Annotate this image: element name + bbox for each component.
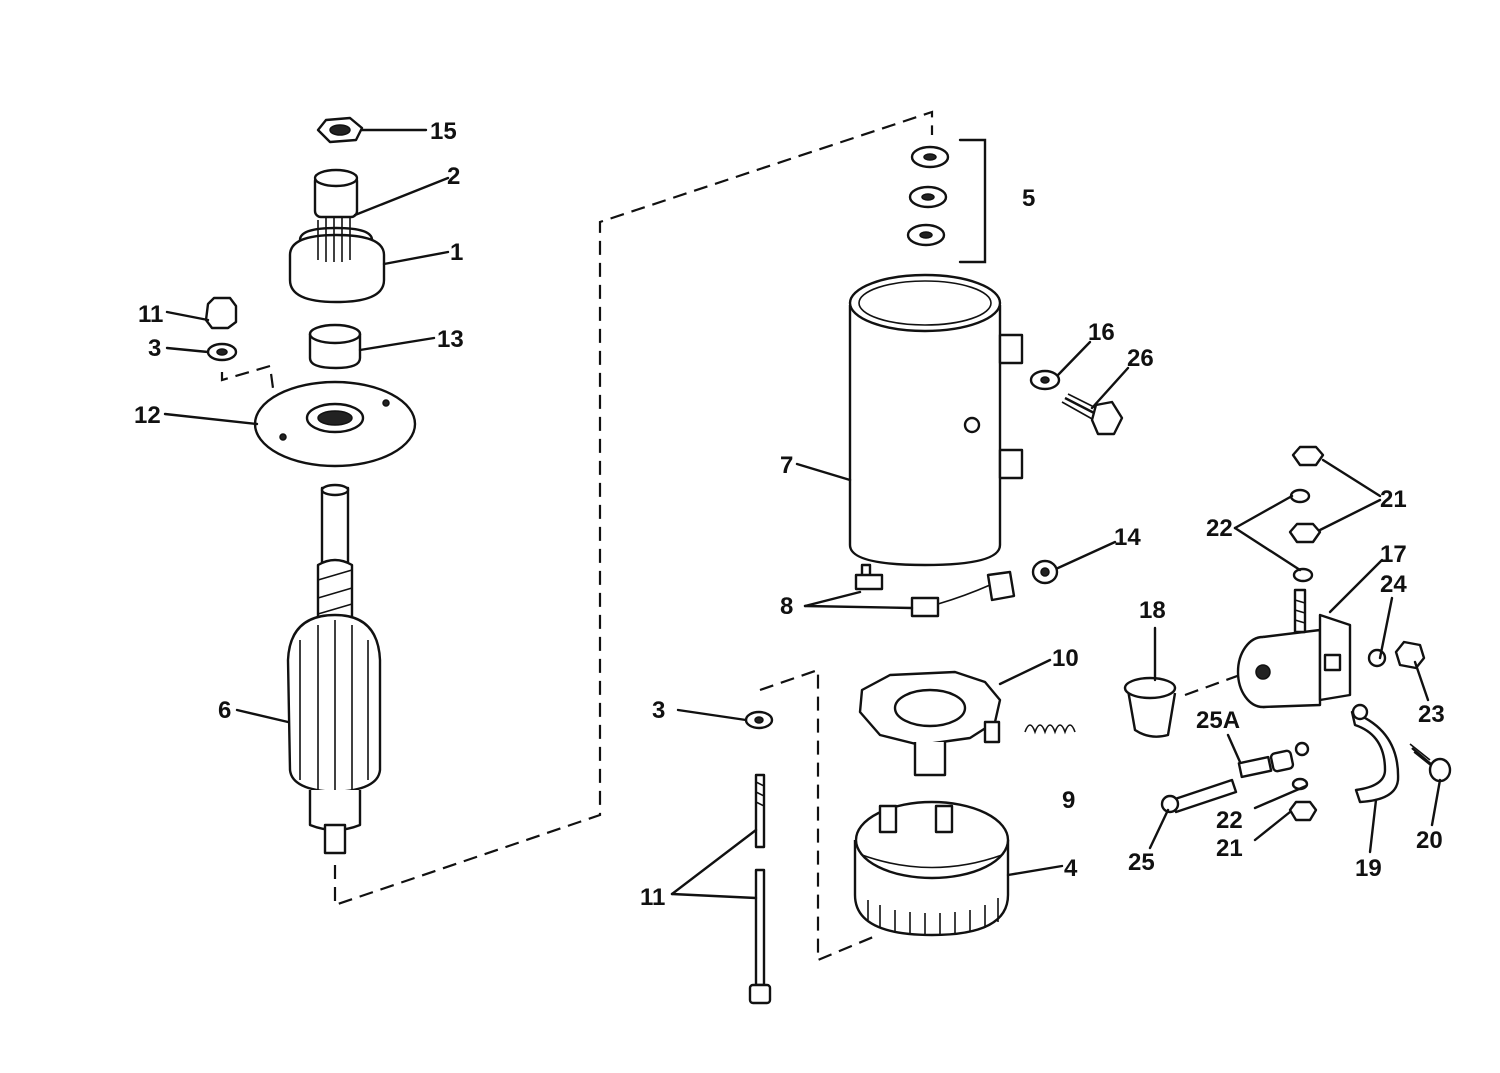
field-frame-part-7 [848, 273, 1024, 567]
callout-26: 26 [1127, 345, 1154, 372]
nut-part-23 [1394, 640, 1426, 670]
callout-9: 9 [1062, 787, 1075, 814]
callout-18: 18 [1139, 597, 1166, 624]
callout-14: 14 [1114, 524, 1141, 551]
bracket-part-19 [1350, 703, 1400, 804]
bushing-part-13 [308, 323, 362, 370]
callout-3-lower: 3 [652, 697, 665, 724]
assembly-dashed-line-solenoid [1184, 673, 1241, 697]
callout-11: 11 [138, 301, 163, 328]
callout-6: 6 [218, 697, 231, 724]
callout-4: 4 [1064, 855, 1078, 882]
link-part-25 [1160, 778, 1238, 814]
callout-labels: 15 2 1 11 3 13 12 6 5 16 26 7 14 8 10 9 … [134, 118, 1445, 911]
callout-22-upper: 22 [1206, 515, 1233, 542]
boot-part-18 [1123, 676, 1177, 738]
callout-25: 25 [1128, 849, 1155, 876]
callout-5: 5 [1022, 185, 1035, 212]
screw-part-20 [1409, 743, 1452, 783]
nut-part-24 [1367, 648, 1387, 668]
washer-part-16 [1029, 369, 1061, 391]
nut-washer-lower-part-21-22 [1288, 777, 1318, 822]
callout-12: 12 [134, 402, 161, 429]
washers-part-22 [1289, 488, 1314, 583]
callout-16: 16 [1088, 319, 1115, 346]
callout-13: 13 [437, 326, 464, 353]
callout-10: 10 [1052, 645, 1079, 672]
callout-3: 3 [148, 335, 161, 362]
drive-assembly-part-1-2 [288, 168, 386, 304]
washer-part-3-lower [744, 710, 774, 730]
brush-plate-part-10 [858, 670, 1002, 777]
nuts-part-21 [1288, 445, 1325, 544]
washer-part-3 [206, 342, 238, 362]
callout-2: 2 [447, 163, 460, 190]
callout-15: 15 [430, 118, 457, 145]
callout-21-lower: 21 [1216, 835, 1243, 862]
leader-lines [163, 128, 1442, 900]
end-plate-part-12 [253, 380, 417, 468]
callout-22-lower: 22 [1216, 807, 1243, 834]
callout-20: 20 [1416, 827, 1443, 854]
end-cap-part-4 [853, 800, 1010, 937]
callout-24: 24 [1380, 571, 1407, 598]
plunger-part-25A [1237, 741, 1310, 779]
callout-19: 19 [1355, 855, 1382, 882]
armature-part-6 [286, 483, 382, 855]
callout-25A: 25A [1196, 707, 1240, 734]
bolt-part-26 [1061, 393, 1124, 436]
callout-23: 23 [1418, 701, 1445, 728]
spring-part-9 [1024, 724, 1076, 735]
callout-7: 7 [780, 452, 793, 479]
nut-part-14 [1031, 559, 1059, 585]
thru-bolt-part-11 [748, 773, 772, 1005]
washer-stack-part-5 [906, 138, 987, 264]
callout-11-lower: 11 [640, 884, 665, 911]
callout-1: 1 [450, 239, 463, 266]
nut-part-15 [316, 116, 364, 144]
callout-21-upper: 21 [1380, 486, 1407, 513]
callout-8: 8 [780, 593, 793, 620]
nut-part-11 [204, 296, 238, 330]
assembly-dashed-line-main [333, 110, 934, 907]
brush-set-part-8 [854, 563, 1016, 618]
solenoid-part-17 [1236, 588, 1352, 709]
callout-17: 17 [1380, 541, 1407, 568]
